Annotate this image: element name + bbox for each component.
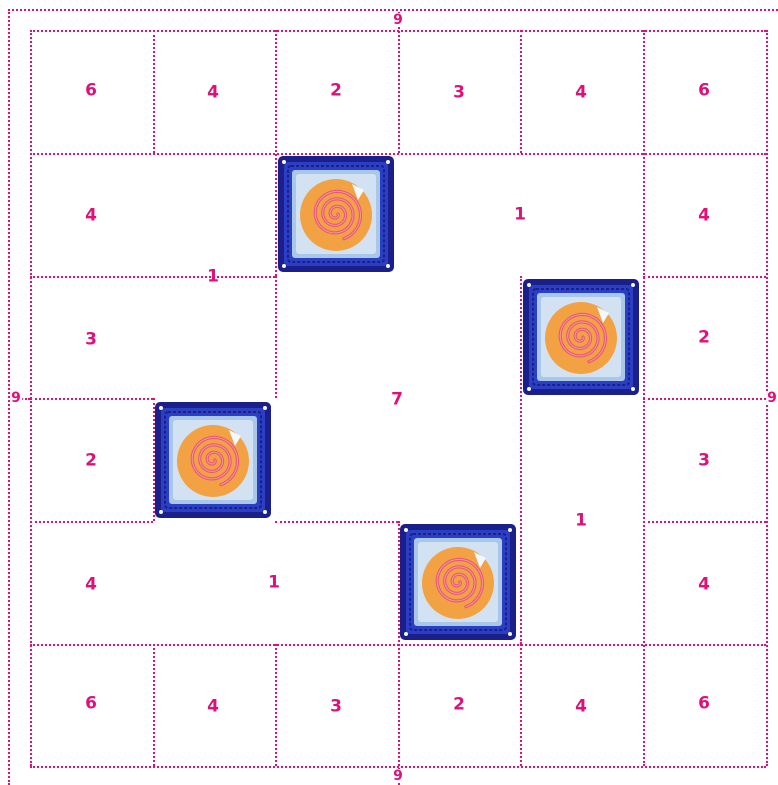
cell-count: 4 [85,577,97,594]
cell-count: 3 [330,699,342,716]
grid-line-v2c [275,644,277,766]
cell-count: 4 [698,577,710,594]
cell-count: 2 [85,453,97,470]
granny-square [276,154,396,274]
grid-line-v1c [153,644,155,766]
outer-label-top: 9 [392,13,404,27]
cell-count: 4 [575,699,587,716]
cell-count: 1 [207,269,219,286]
cell-count: 4 [207,85,219,102]
cell-count: 4 [85,208,97,225]
cell-count: 6 [698,696,710,713]
grid-line-h4b [275,521,398,523]
cell-count: 1 [575,513,587,530]
cell-count: 4 [207,699,219,716]
cell-count: 2 [453,697,465,714]
grid-line-v2b [275,276,277,398]
grid-line-v4c [520,644,522,766]
grid-line-v3a [398,12,400,153]
granny-square [153,400,273,520]
cell-count: 6 [698,83,710,100]
cell-count: 2 [698,330,710,347]
grid-line-h2b [643,276,766,278]
grid-line-v1a [153,30,155,153]
grid-line-h2a [30,276,275,278]
cell-count: 6 [85,83,97,100]
grid-line-h1 [30,153,766,155]
grid-line-h4c [643,521,766,523]
grid-line-h3a [30,398,153,400]
grid-line-h4a [30,521,153,523]
grid-line-h3b [643,398,766,400]
cell-count: 3 [453,85,465,102]
cell-count: 1 [514,207,526,224]
granny-square [521,277,641,397]
cell-count: 1 [268,575,280,592]
cell-count: 3 [698,453,710,470]
grid-line-v0 [30,30,32,766]
cell-count: 7 [391,392,403,409]
outer-label-left: 9 [10,391,22,405]
grid-line-v5 [643,30,645,766]
cell-count: 4 [575,85,587,102]
cell-count: 2 [330,83,342,100]
outer-label-bottom: 9 [392,769,404,783]
cell-count: 4 [698,208,710,225]
cell-count: 6 [85,696,97,713]
granny-square [398,522,518,642]
outer-label-right: 9 [766,391,778,405]
grid-line-v4a [520,30,522,153]
outer-top-guide [8,9,778,11]
cell-count: 3 [85,332,97,349]
